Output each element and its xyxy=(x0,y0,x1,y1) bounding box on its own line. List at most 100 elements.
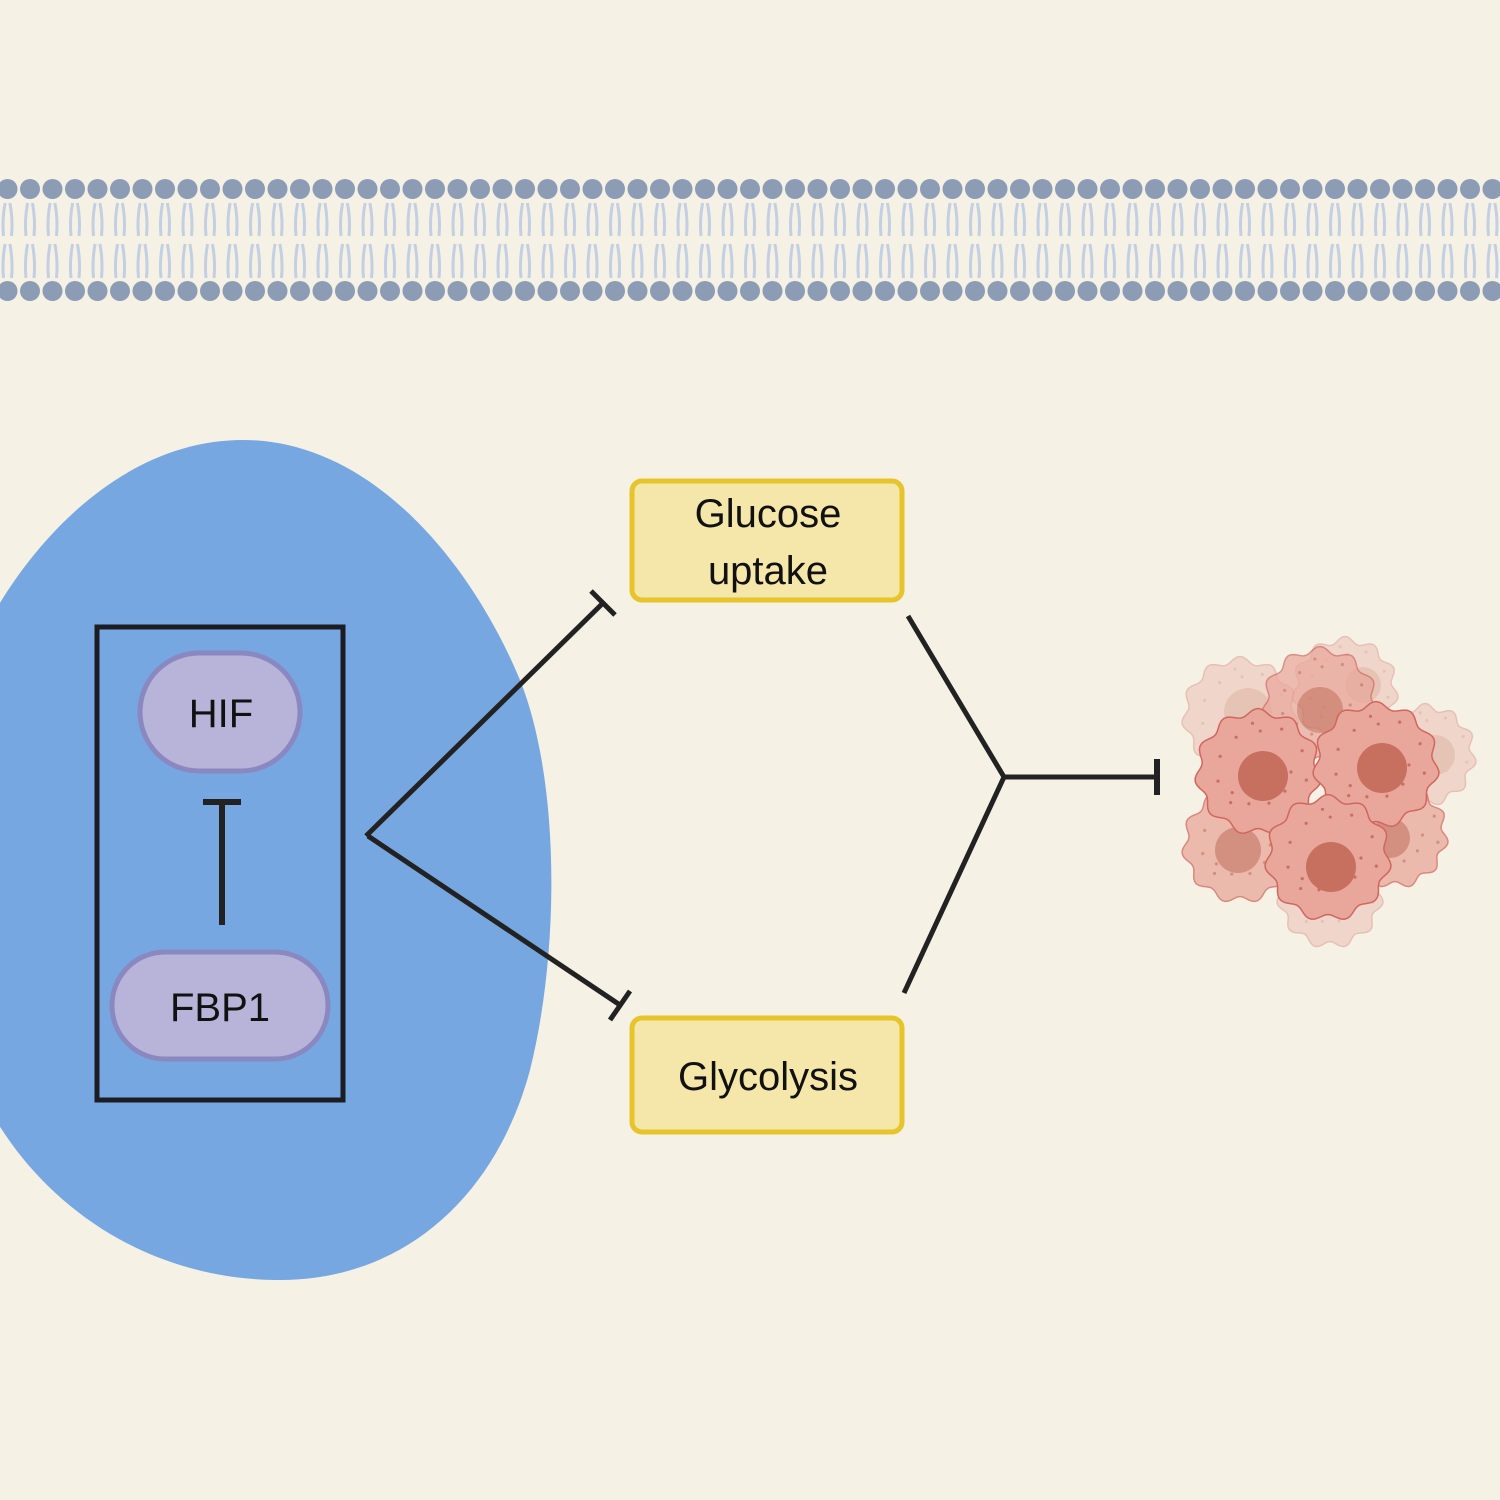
tumor-cell xyxy=(1264,793,1392,920)
lipid-tail xyxy=(368,243,374,279)
process-glucose-uptake[interactable]: Glucose uptake xyxy=(629,478,905,603)
lipid-tail xyxy=(548,202,554,237)
process-glycolysis[interactable]: Glycolysis xyxy=(629,1015,905,1135)
granule xyxy=(1422,771,1426,775)
granule xyxy=(1214,862,1218,866)
lipid-tail xyxy=(1396,202,1402,237)
lipid-head xyxy=(20,179,40,199)
lipid-tail xyxy=(503,202,509,237)
lipid-tail xyxy=(300,202,307,237)
lipid-tail xyxy=(698,243,705,279)
lipid-head xyxy=(1347,179,1368,199)
lipid-head xyxy=(1460,179,1480,199)
lipid-tail xyxy=(113,243,120,279)
lipid-tail xyxy=(1013,202,1020,237)
lipid-head xyxy=(1370,179,1390,199)
lipid-tail xyxy=(300,243,307,279)
lipid-head xyxy=(920,179,940,199)
lipid-head xyxy=(1325,179,1345,199)
granule xyxy=(1289,770,1293,774)
lipid-head xyxy=(65,281,85,301)
lipid-tail xyxy=(1171,202,1177,237)
granule xyxy=(1461,734,1465,739)
lipid-head xyxy=(717,281,738,301)
lipid-tail xyxy=(683,243,689,279)
lipid-head xyxy=(402,281,423,301)
lipid-tail xyxy=(46,202,52,237)
lipid-tail xyxy=(323,243,329,279)
lipid-head xyxy=(1055,281,1075,301)
lipid-tail xyxy=(878,202,885,237)
lipid-tail xyxy=(593,202,599,237)
glycolysis-box xyxy=(629,1015,905,1135)
lipid-head xyxy=(1280,281,1300,301)
lipid-tail xyxy=(1306,202,1312,237)
granule xyxy=(1267,801,1271,805)
cell-body xyxy=(0,440,552,1281)
lipid-head xyxy=(672,281,693,301)
granule xyxy=(1376,722,1380,726)
lipid-tail xyxy=(1058,243,1065,279)
lipid-head xyxy=(1190,281,1210,301)
lipid-head xyxy=(1347,281,1368,301)
lipid-head xyxy=(1167,281,1188,301)
granule xyxy=(1304,919,1308,924)
lipid-tail xyxy=(1425,202,1432,237)
lipid-tail xyxy=(563,202,570,237)
lipid-head xyxy=(245,179,265,199)
lipid-head xyxy=(1032,179,1053,199)
lipid-tail xyxy=(1463,243,1470,279)
lipid-tail xyxy=(953,202,959,237)
granule xyxy=(1320,807,1325,811)
lipid-head xyxy=(1010,179,1030,199)
granule xyxy=(1353,875,1357,879)
lipid-head xyxy=(582,281,603,301)
granule xyxy=(1382,669,1386,673)
lipid-tail xyxy=(1470,202,1477,237)
lipid-head xyxy=(1145,281,1165,301)
lipid-head xyxy=(695,281,715,301)
lipid-head xyxy=(560,281,580,301)
lipid-tail xyxy=(991,202,997,237)
lipid-tail xyxy=(1126,243,1132,279)
lipid-head xyxy=(987,281,1008,301)
lipid-tail xyxy=(323,202,329,237)
lipid-head xyxy=(20,281,40,301)
protein-fbp1[interactable]: FBP1 xyxy=(109,949,331,1062)
granule xyxy=(1240,675,1244,679)
tumor-cell-cluster-icon[interactable] xyxy=(1181,635,1477,948)
cell-nucleus xyxy=(1297,687,1343,733)
lipid-head xyxy=(1010,281,1030,301)
lipid-tail xyxy=(586,243,592,279)
lipid-tail xyxy=(271,202,277,237)
lipid-tail xyxy=(1133,202,1139,237)
inhibition-to-glucose-uptake xyxy=(364,589,617,838)
lipid-head xyxy=(897,179,918,199)
lipid-tail xyxy=(1358,202,1364,237)
lipid-head xyxy=(672,179,693,199)
inhibition-fbp1-hif xyxy=(203,799,241,925)
lipid-head xyxy=(1212,179,1233,199)
lipid-tail xyxy=(863,243,869,279)
granule xyxy=(1229,800,1233,805)
lipid-tail xyxy=(316,243,322,279)
lipid-tail xyxy=(233,243,239,279)
lipid-head xyxy=(920,281,940,301)
lipid-head xyxy=(605,179,625,199)
granule xyxy=(1352,728,1356,732)
lipid-tail xyxy=(795,202,802,237)
granule xyxy=(1317,888,1321,892)
lipid-tail xyxy=(496,243,502,279)
lipid-head xyxy=(1325,281,1345,301)
lipid-head xyxy=(740,179,760,199)
lipid-tail xyxy=(1223,243,1229,279)
lipid-head xyxy=(1235,179,1255,199)
lipid-tail xyxy=(811,243,817,279)
granule xyxy=(1313,657,1317,661)
lipid-tail xyxy=(1036,243,1042,279)
lipid-tail xyxy=(930,243,937,279)
lipid-tail xyxy=(293,243,300,279)
lipid-head xyxy=(312,179,333,199)
lipid-tail xyxy=(293,202,300,237)
protein-hif[interactable]: HIF xyxy=(137,650,303,774)
